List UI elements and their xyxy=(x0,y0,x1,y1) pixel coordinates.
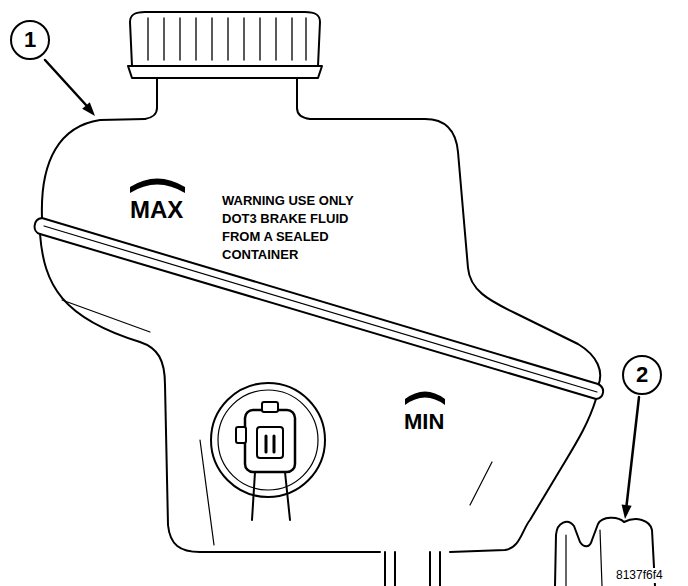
level-mark: MIN xyxy=(404,410,444,434)
cap-ridges xyxy=(148,18,306,60)
reservoir-seam xyxy=(35,218,604,399)
sensor-boss xyxy=(211,383,325,497)
leader-arrowhead xyxy=(82,102,95,116)
seam-line xyxy=(44,226,597,392)
leader-line xyxy=(627,397,639,505)
connector-wire xyxy=(252,472,290,520)
callout-circle: 2 xyxy=(622,355,662,395)
callout-circle: 1 xyxy=(10,20,50,60)
body-contour xyxy=(62,300,492,545)
max-caret xyxy=(130,179,185,194)
cap-band xyxy=(128,66,322,78)
min-caret xyxy=(405,392,445,406)
leader-line xyxy=(45,60,86,105)
grommet-detail xyxy=(566,530,602,586)
warning-note: WARNING USE ONLY DOT3 BRAKE FLUID FROM A… xyxy=(222,192,377,264)
leader-arrowhead xyxy=(622,505,632,520)
level-mark: MAX xyxy=(130,197,183,223)
outlet-tubes xyxy=(385,552,440,586)
connector-latch xyxy=(262,402,278,412)
connector-pins xyxy=(266,436,274,452)
callout-number: 1 xyxy=(24,29,36,51)
reservoir-lower-body xyxy=(40,234,596,552)
filler-neck xyxy=(145,78,310,119)
callout-number: 2 xyxy=(636,364,648,386)
figure-id: 8137f6f4 xyxy=(614,568,665,583)
filler-cap xyxy=(130,12,320,66)
sensor-boss-inner xyxy=(218,390,318,490)
sensor-connector xyxy=(245,410,295,472)
connector-tab xyxy=(236,427,246,443)
connector-socket xyxy=(257,427,283,458)
